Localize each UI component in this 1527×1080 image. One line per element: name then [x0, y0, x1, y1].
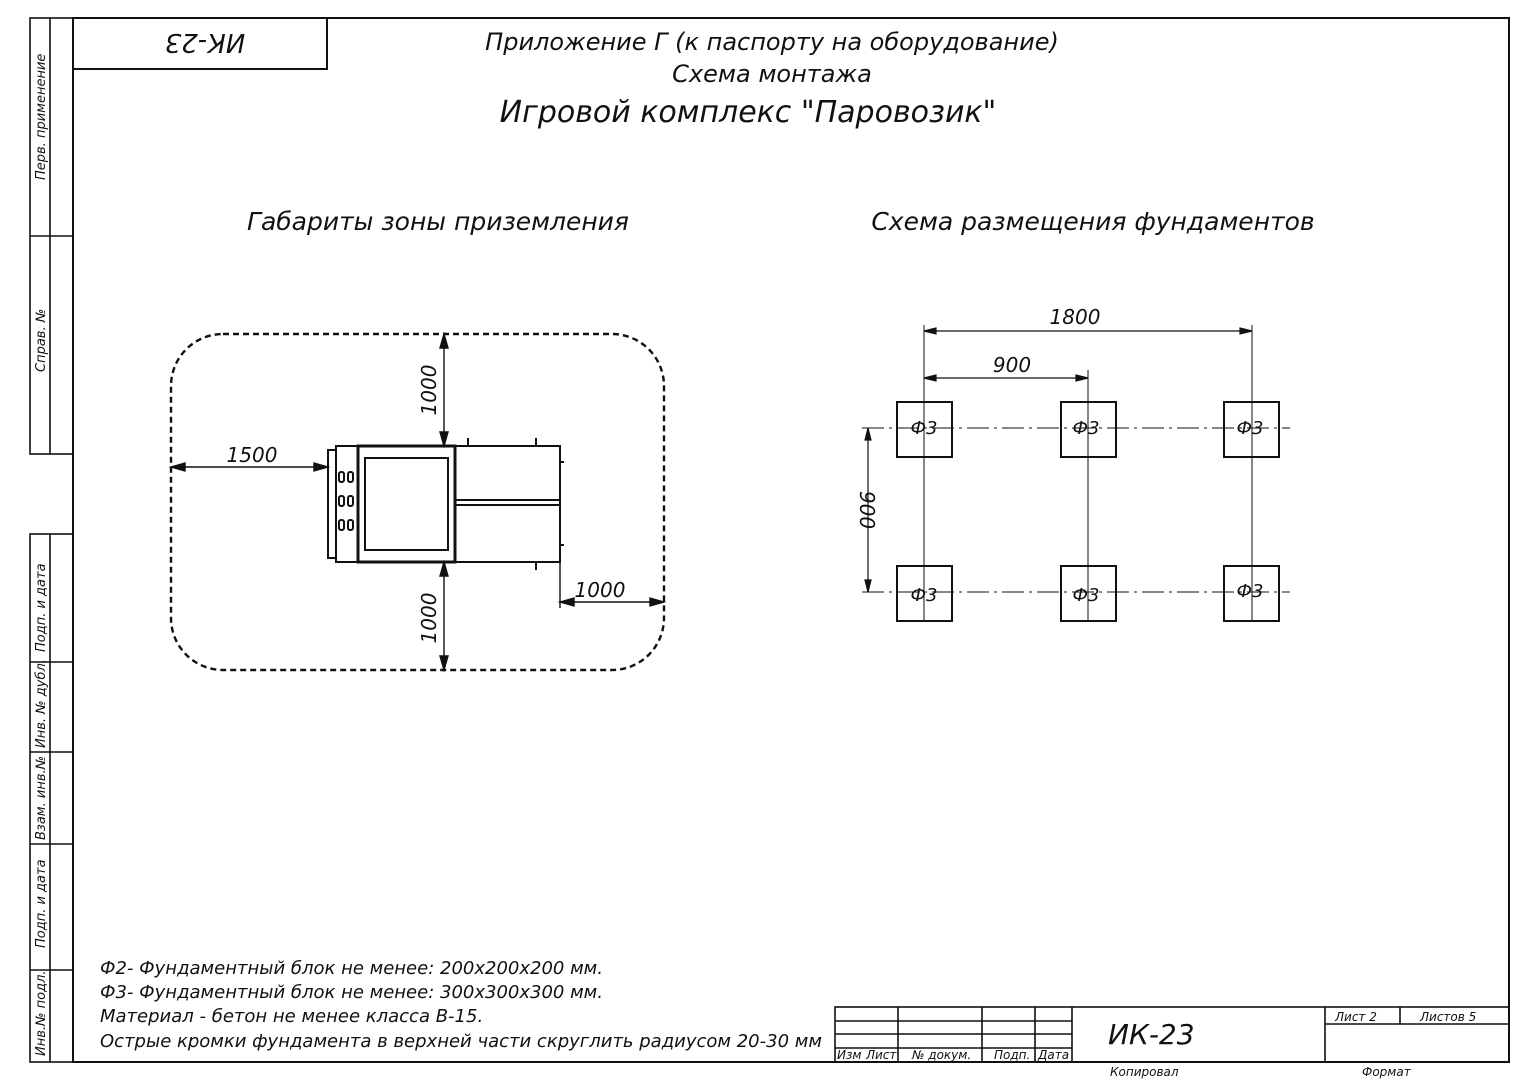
tb-sheets-label: Листов 5 — [1419, 1010, 1476, 1024]
drawing-frame — [72, 17, 1510, 1063]
note-line-2: Ф3- Фундаментный блок не менее: 300х300х… — [100, 982, 603, 1003]
right-view-dimension-lines — [864, 327, 1253, 593]
foundation-label-1: Ф3 — [911, 418, 938, 439]
dim-left-label: 1500 — [227, 443, 278, 467]
tb-col-izm: Изм — [837, 1048, 861, 1062]
note-line-1: Ф2- Фундаментный блок не менее: 200х200х… — [100, 958, 603, 979]
right-view-title: Схема размещения фундаментов — [871, 207, 1314, 236]
page-title: Игровой комплекс "Паровозик" — [500, 95, 997, 130]
foundation-label-4: Ф3 — [911, 585, 938, 606]
foundation-block-2 — [1060, 401, 1117, 458]
foundation-label-5: Ф3 — [1073, 585, 1100, 606]
dim-top-label: 1000 — [417, 365, 441, 416]
dim-bottom-label: 1000 — [417, 593, 441, 644]
foundation-block-4 — [896, 565, 953, 622]
foundation-block-6 — [1223, 565, 1280, 622]
tb-format: Формат — [1362, 1065, 1412, 1079]
left-view-title: Габариты зоны приземления — [247, 207, 629, 236]
side-label-perv-primenenie: Перв. применение — [34, 54, 49, 180]
side-label-podp-data-2: Подп. и дата — [34, 859, 49, 948]
left-view-dimension-lines — [168, 331, 667, 673]
side-label-vzam-inv: Взам. инв.№ — [34, 756, 49, 840]
tb-col-list: Лист — [865, 1048, 897, 1062]
side-label-sprav-no: Справ. № — [34, 309, 49, 372]
tb-col-podp: Подп. — [994, 1048, 1030, 1062]
foundation-block-3 — [1223, 401, 1280, 458]
dim-right-label: 1000 — [575, 578, 626, 602]
note-line-3: Материал - бетон не менее класса В-15. — [100, 1006, 483, 1027]
note-line-4: Острые кромки фундамента в верхней части… — [100, 1031, 822, 1052]
foundation-label-6: Ф3 — [1237, 581, 1264, 602]
tb-col-data: Дата — [1037, 1048, 1069, 1062]
landing-zone-outline — [169, 332, 666, 672]
foundation-axis-lines — [862, 325, 1290, 620]
header-line1: Приложение Г (к паспорту на оборудование… — [485, 28, 1059, 56]
title-block-grid — [834, 1006, 1510, 1063]
tb-col-no-dokum: № докум. — [911, 1048, 971, 1062]
foundation-block-1 — [896, 401, 953, 458]
dim-900-horizontal-label: 900 — [993, 353, 1031, 377]
foundation-blocks — [896, 401, 1280, 622]
foundation-block-5 — [1060, 565, 1117, 622]
locomotive-equipment — [327, 438, 564, 570]
dim-1800-label: 1800 — [1050, 305, 1101, 329]
foundation-label-3: Ф3 — [1237, 418, 1264, 439]
side-label-inv-dubl: Инв. № дубл. — [34, 659, 49, 748]
side-stamp-grid — [29, 17, 74, 1063]
side-label-podp-data-1: Подп. и дата — [34, 563, 49, 652]
code-box-text: ИК-23 — [165, 27, 245, 57]
code-box — [72, 17, 328, 70]
side-label-inv-podl: Инв.№ подл. — [34, 970, 49, 1056]
dim-900-vertical-label: 900 — [855, 491, 879, 529]
foundation-label-2: Ф3 — [1073, 418, 1100, 439]
header-line2: Схема монтажа — [672, 60, 872, 88]
tb-kopiroval: Копировал — [1110, 1065, 1179, 1079]
tb-sheet-label: Лист 2 — [1334, 1010, 1377, 1024]
tb-designation: ИК-23 — [1108, 1018, 1195, 1051]
